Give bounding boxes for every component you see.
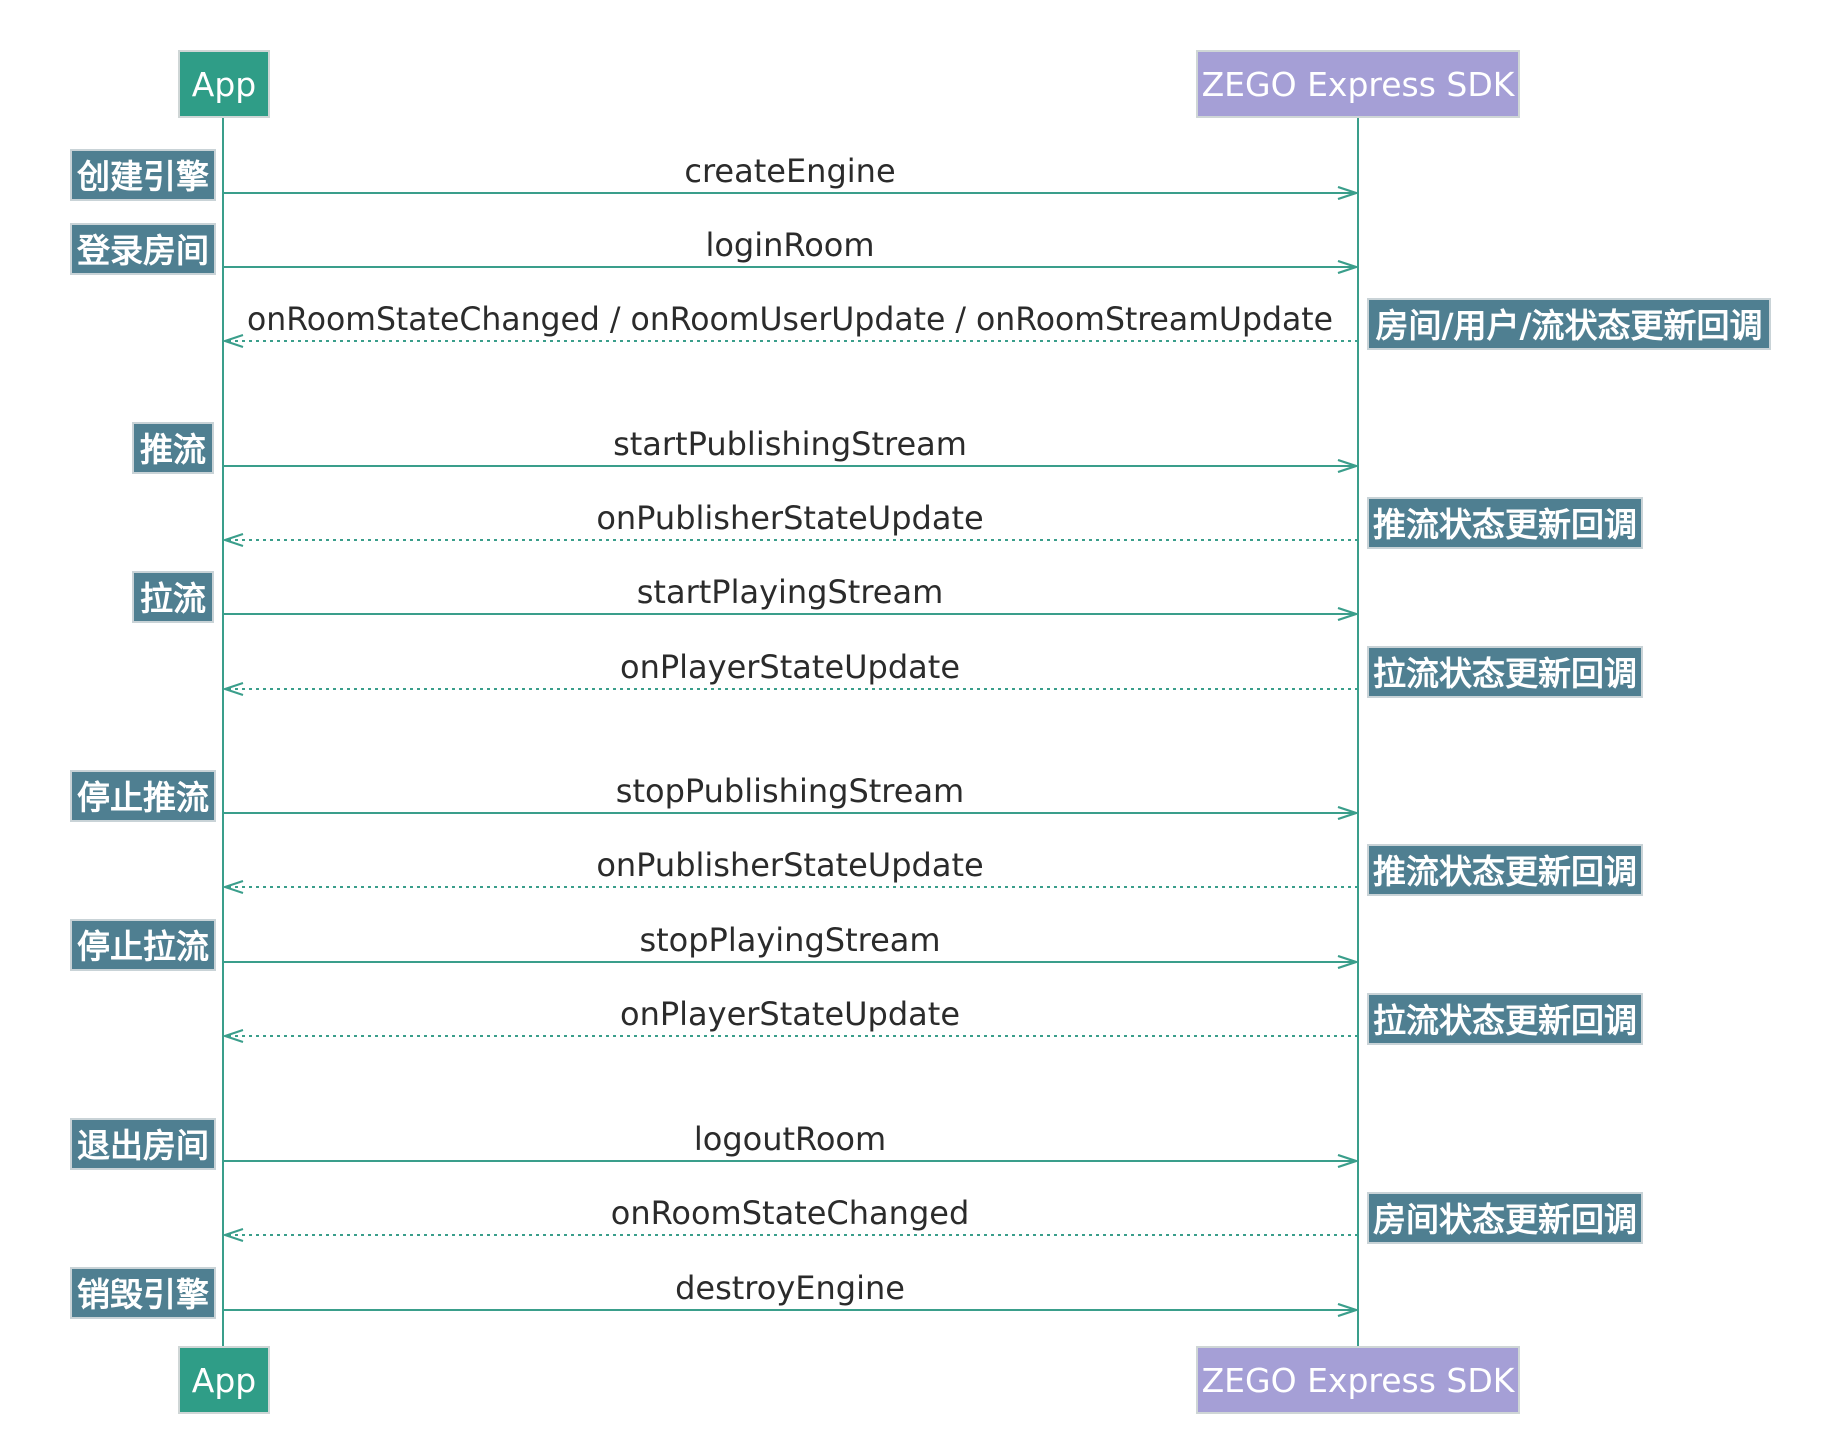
- app-actor-label: App: [192, 1361, 256, 1400]
- app-actor-box: [178, 50, 270, 118]
- step-tag-left: 销毁引擎: [70, 1267, 216, 1319]
- message-label: startPublishingStream: [613, 425, 967, 463]
- step-tag-box: [132, 571, 214, 623]
- message-step: 创建引擎 createEngine: [70, 149, 1356, 201]
- message-step: onRoomStateChanged 房间状态更新回调: [225, 1192, 1643, 1244]
- message-label: onPlayerStateUpdate: [620, 648, 960, 686]
- message-step: onPublisherStateUpdate 推流状态更新回调: [225, 497, 1643, 549]
- sdk-participant-bottom: ZEGO Express SDK: [1196, 1346, 1520, 1414]
- step-tag-left: 创建引擎: [70, 149, 216, 201]
- step-tag-box: [1367, 497, 1643, 549]
- message-step: 拉流 startPlayingStream: [132, 571, 1356, 623]
- message-label: startPlayingStream: [637, 573, 944, 611]
- step-tag-box: [1367, 298, 1771, 350]
- step-tag-label: 停止推流: [77, 778, 209, 817]
- step-tag-left: 退出房间: [70, 1118, 216, 1170]
- message-step: 停止推流 stopPublishingStream: [70, 770, 1356, 822]
- step-tag-right: 拉流状态更新回调: [1367, 993, 1643, 1045]
- step-tag-label: 拉流: [140, 579, 206, 618]
- message-label: logoutRoom: [694, 1120, 886, 1158]
- sdk-participant-top: ZEGO Express SDK: [1196, 50, 1520, 118]
- step-tag-left: 停止拉流: [70, 919, 216, 971]
- message-step: 推流 startPublishingStream: [132, 422, 1356, 474]
- step-tag-right: 推流状态更新回调: [1367, 497, 1643, 549]
- message-label: onRoomStateChanged: [611, 1194, 970, 1232]
- message-step: onPlayerStateUpdate 拉流状态更新回调: [225, 993, 1643, 1045]
- message-label: stopPlayingStream: [639, 921, 940, 959]
- message-label: onPlayerStateUpdate: [620, 995, 960, 1033]
- message-step: onPublisherStateUpdate 推流状态更新回调: [225, 844, 1643, 896]
- sdk-actor-box: [1196, 1346, 1520, 1414]
- step-tag-box: [1367, 1192, 1643, 1244]
- message-label: onRoomStateChanged / onRoomUserUpdate / …: [247, 300, 1333, 338]
- message-label: onPublisherStateUpdate: [596, 499, 983, 537]
- step-tag-left: 停止推流: [70, 770, 216, 822]
- step-tag-label: 推流状态更新回调: [1373, 505, 1637, 544]
- step-tag-label: 登录房间: [76, 231, 209, 270]
- message-step: 登录房间 loginRoom: [70, 223, 1356, 275]
- message-step: onRoomStateChanged / onRoomUserUpdate / …: [225, 298, 1771, 350]
- app-participant-top: App: [178, 50, 270, 118]
- step-tag-right: 房间/用户/流状态更新回调: [1367, 298, 1771, 350]
- sdk-actor-box: [1196, 50, 1520, 118]
- step-tag-box: [132, 422, 214, 474]
- step-tag-label: 创建引擎: [76, 157, 209, 196]
- step-tag-box: [70, 919, 216, 971]
- step-tag-label: 房间状态更新回调: [1373, 1200, 1637, 1239]
- message-step: onPlayerStateUpdate 拉流状态更新回调: [225, 646, 1643, 698]
- step-tag-box: [70, 223, 216, 275]
- message-step: 退出房间 logoutRoom: [70, 1118, 1356, 1170]
- step-tag-label: 拉流状态更新回调: [1373, 1001, 1637, 1040]
- step-tag-box: [1367, 646, 1643, 698]
- step-tag-label: 销毁引擎: [77, 1275, 209, 1314]
- step-tag-label: 拉流状态更新回调: [1373, 654, 1637, 693]
- app-participant-bottom: App: [178, 1346, 270, 1414]
- app-actor-box: [178, 1346, 270, 1414]
- step-tag-left: 拉流: [132, 571, 214, 623]
- step-tag-box: [70, 149, 216, 201]
- step-tag-label: 停止拉流: [77, 927, 209, 966]
- step-tag-box: [1367, 993, 1643, 1045]
- message-step: 销毁引擎 destroyEngine: [70, 1267, 1356, 1319]
- step-tag-left: 登录房间: [70, 223, 216, 275]
- step-tag-box: [1367, 844, 1643, 896]
- step-tag-label: 退出房间: [77, 1126, 209, 1165]
- step-tag-box: [70, 1267, 216, 1319]
- step-tag-right: 推流状态更新回调: [1367, 844, 1643, 896]
- message-label: destroyEngine: [675, 1269, 905, 1307]
- step-tag-left: 推流: [132, 422, 214, 474]
- sdk-actor-label: ZEGO Express SDK: [1202, 65, 1516, 104]
- step-tag-label: 推流状态更新回调: [1373, 852, 1637, 891]
- app-actor-label: App: [192, 65, 256, 104]
- step-tag-label: 房间/用户/流状态更新回调: [1375, 306, 1762, 345]
- message-step: 停止拉流 stopPlayingStream: [70, 919, 1356, 971]
- message-label: onPublisherStateUpdate: [596, 846, 983, 884]
- message-label: loginRoom: [705, 226, 874, 264]
- step-tag-right: 房间状态更新回调: [1367, 1192, 1643, 1244]
- step-tag-box: [70, 1118, 216, 1170]
- message-label: createEngine: [684, 152, 895, 190]
- step-tag-label: 推流: [140, 430, 206, 469]
- message-label: stopPublishingStream: [616, 772, 964, 810]
- step-tag-box: [70, 770, 216, 822]
- step-tag-right: 拉流状态更新回调: [1367, 646, 1643, 698]
- sdk-actor-label: ZEGO Express SDK: [1202, 1361, 1516, 1400]
